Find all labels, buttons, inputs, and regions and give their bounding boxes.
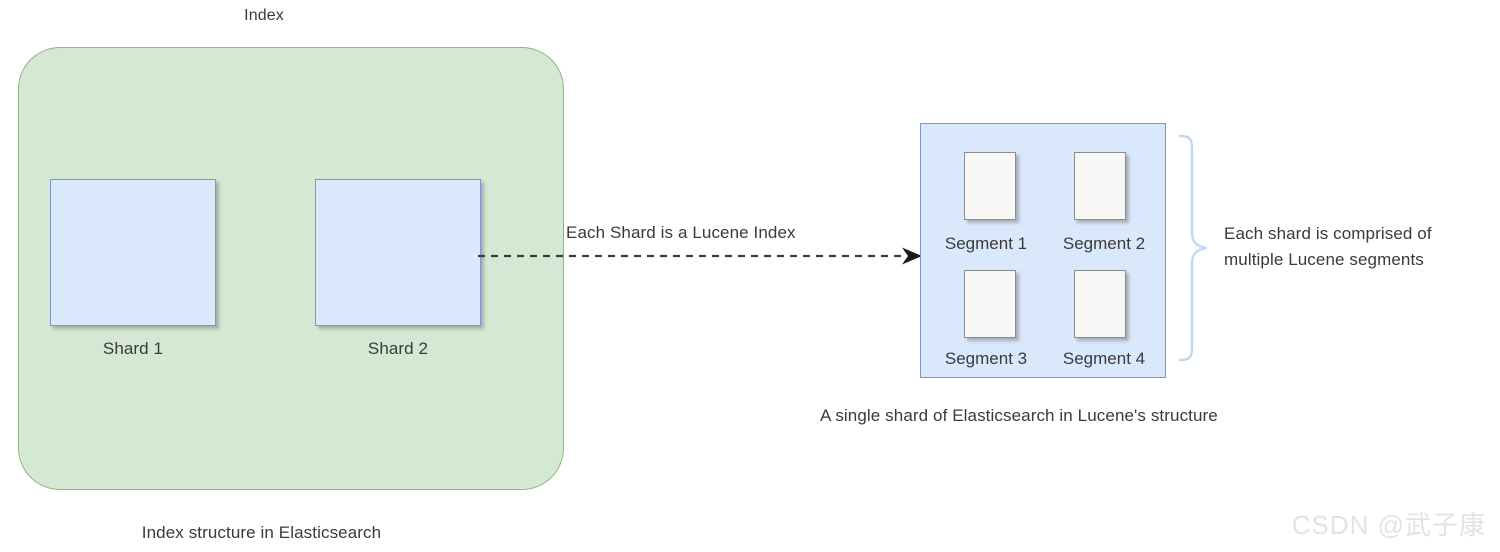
- segment-box-1: [964, 152, 1016, 220]
- shard-box-2: [315, 179, 481, 326]
- segment-box-3: [964, 270, 1016, 338]
- segment-label-2: Segment 2: [1062, 234, 1146, 253]
- segment-box-2: [1074, 152, 1126, 220]
- index-caption: Index structure in Elasticsearch: [141, 523, 382, 542]
- connector-label: Each Shard is a Lucene Index: [566, 223, 796, 242]
- segment-box-4: [1074, 270, 1126, 338]
- lucene-shard-caption: A single shard of Elasticsearch in Lucen…: [820, 406, 1218, 425]
- index-title: Index: [244, 7, 284, 24]
- brace-note: Each shard is comprised of multiple Luce…: [1224, 224, 1432, 269]
- segment-label-3: Segment 3: [944, 349, 1028, 368]
- arrow-right-icon: [902, 247, 922, 265]
- segment-label-4: Segment 4: [1062, 349, 1146, 368]
- shard-box-1: [50, 179, 216, 326]
- connector-arrow: [478, 247, 922, 265]
- curly-brace-right-icon: [1178, 134, 1208, 362]
- shard-label-1: Shard 1: [102, 339, 164, 358]
- watermark: CSDN @武子康: [1291, 510, 1486, 540]
- segment-label-1: Segment 1: [944, 234, 1028, 253]
- shard-label-2: Shard 2: [367, 339, 429, 358]
